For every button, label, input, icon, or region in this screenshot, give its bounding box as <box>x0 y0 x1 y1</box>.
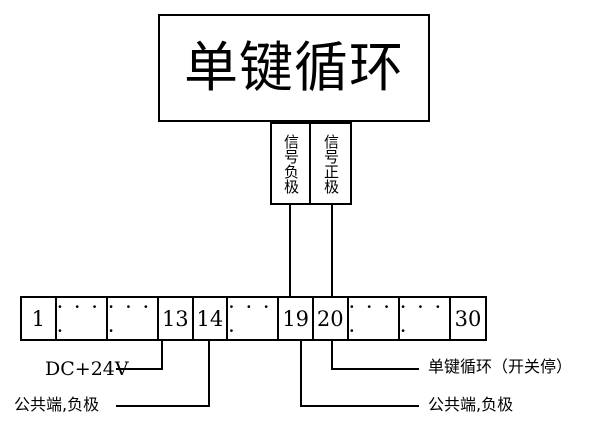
wire-signal-positive-to-terminal-20 <box>331 205 333 298</box>
wire-common-negative-left-lead <box>116 405 210 407</box>
wire-one-key-cycle-lead <box>331 368 419 370</box>
terminal-cell-gap-c: · · · · <box>228 295 280 343</box>
terminal-strip: 1 · · · · · · · · 13 14 · · · · 19 20 · … <box>20 295 487 343</box>
wire-terminal-13-drop <box>161 341 163 370</box>
signal-positive-terminal: 信号正极 <box>311 122 352 205</box>
signal-positive-label: 信号正极 <box>322 133 340 194</box>
terminal-cell-1: 1 <box>22 298 57 339</box>
terminal-cell-gap-d: · · · · <box>349 295 400 343</box>
terminal-cell-gap-e: · · · · <box>400 295 451 343</box>
signal-negative-terminal: 信号负极 <box>270 122 311 205</box>
caption-one-key-cycle: 单键循环（开关停） <box>428 357 573 376</box>
terminal-cell-13: 13 <box>159 298 194 339</box>
wire-terminal-14-drop <box>208 341 210 407</box>
caption-dc-supply: DC+24V <box>45 358 129 380</box>
wire-dc-supply-lead <box>116 368 163 370</box>
terminal-cell-20: 20 <box>314 298 349 339</box>
device-title: 单键循环 <box>184 36 404 99</box>
terminal-cell-30: 30 <box>454 306 482 331</box>
wire-terminal-19-drop <box>300 341 302 407</box>
terminal-cell-14: 14 <box>194 298 229 339</box>
caption-common-negative-left: 公共端,负极 <box>14 395 100 414</box>
signal-negative-label: 信号负极 <box>282 133 300 194</box>
terminal-cell-gap-a: · · · · <box>57 295 108 343</box>
terminal-cell-19: 19 <box>279 298 314 339</box>
wire-terminal-20-drop <box>331 341 333 370</box>
wire-common-negative-right-lead <box>300 405 419 407</box>
wire-signal-negative-to-terminal-19 <box>289 205 291 298</box>
caption-common-negative-right: 公共端,负极 <box>428 395 514 414</box>
device-box: 单键循环 <box>158 14 430 122</box>
terminal-cell-gap-b: · · · · <box>108 295 160 343</box>
